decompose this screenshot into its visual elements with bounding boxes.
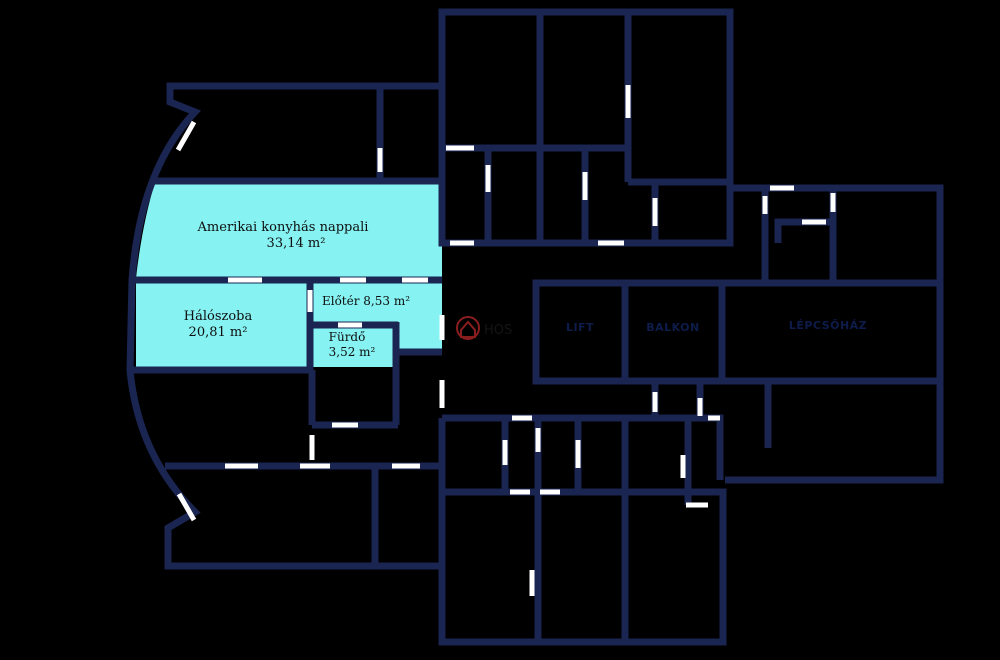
living-room-name: Amerikai konyhás nappali xyxy=(197,220,369,235)
doors xyxy=(175,85,836,596)
room-bath-fill[interactable] xyxy=(312,326,394,367)
balcony-label: BALKON xyxy=(646,321,700,334)
stairs-label: LÉPCSŐHÁZ xyxy=(789,318,867,332)
bedroom-area: 20,81 m² xyxy=(189,325,248,340)
bath-area: 3,52 m² xyxy=(329,345,376,359)
watermark: HOS xyxy=(456,316,512,340)
hall-name: Előtér 8,53 m² xyxy=(322,294,410,308)
bedroom-name: Hálószoba xyxy=(184,309,253,324)
lift-label: LIFT xyxy=(566,321,594,334)
bath-name: Fürdő xyxy=(329,330,366,344)
house-logo-icon xyxy=(456,316,480,340)
room-labels: Amerikai konyhás nappali 33,14 m² Hálósz… xyxy=(184,220,867,359)
living-room-area: 33,14 m² xyxy=(267,236,326,251)
room-living-fill[interactable] xyxy=(136,182,442,278)
highlighted-apartment xyxy=(136,182,442,367)
walls xyxy=(126,8,944,646)
watermark-text: HOS xyxy=(484,323,512,338)
room-bedroom-fill[interactable] xyxy=(136,283,307,367)
room-hall-fill[interactable] xyxy=(312,283,442,352)
